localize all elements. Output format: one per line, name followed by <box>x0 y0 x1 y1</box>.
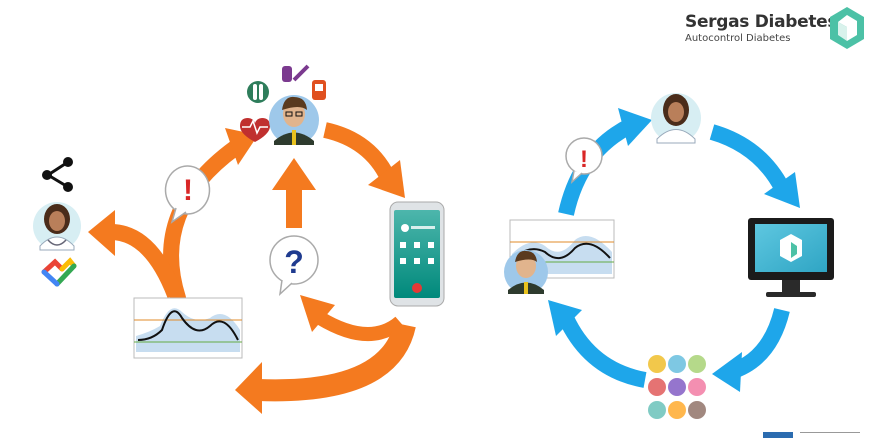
share-icon <box>42 157 73 192</box>
sergas-logo-icon <box>830 7 864 49</box>
alert-bubble: ! <box>164 165 211 224</box>
stomach-icon <box>247 81 269 103</box>
brand-block: Sergas Diabetes Autocontrol Diabetes <box>685 12 838 44</box>
left-cycle: ! ? <box>33 64 445 414</box>
alert-bubble-right: ! <box>565 137 603 185</box>
pills-syringe-icon <box>282 64 310 82</box>
brand-subtitle: Autocontrol Diabetes <box>685 33 791 44</box>
computer-monitor <box>748 218 834 297</box>
google-fit-icon <box>41 257 77 287</box>
arrow-chart-to-doctor <box>88 210 183 298</box>
smartphone-app <box>389 201 445 307</box>
question-bubble: ? <box>269 235 319 296</box>
patient-male-avatar <box>269 95 319 145</box>
heart-running-icon <box>240 118 270 142</box>
right-cycle: ! <box>504 93 834 419</box>
arrow-phone-to-chart <box>235 322 416 414</box>
arrow-patients-to-chart-blue <box>548 300 647 388</box>
arrow-phone-to-question <box>300 295 405 341</box>
footer-rule <box>800 432 860 439</box>
alert-symbol: ! <box>183 174 193 207</box>
doctor-female-avatar-right <box>651 93 701 144</box>
question-symbol: ? <box>284 244 304 280</box>
footer-logo-mark <box>763 432 793 438</box>
patients-group <box>648 355 706 419</box>
alert-symbol-right: ! <box>580 146 588 173</box>
arrow-patient-to-phone <box>323 122 405 198</box>
brand-title: Sergas Diabetes <box>685 12 838 32</box>
glucometer-icon <box>312 80 326 100</box>
arrow-doctor-to-computer-blue <box>709 124 800 208</box>
glucose-chart <box>133 297 243 359</box>
arrow-question-to-patient <box>272 158 316 228</box>
doctor-female-avatar <box>33 202 81 251</box>
patient-male-avatar-right <box>504 250 548 294</box>
arrow-computer-to-patients-blue <box>712 307 790 392</box>
